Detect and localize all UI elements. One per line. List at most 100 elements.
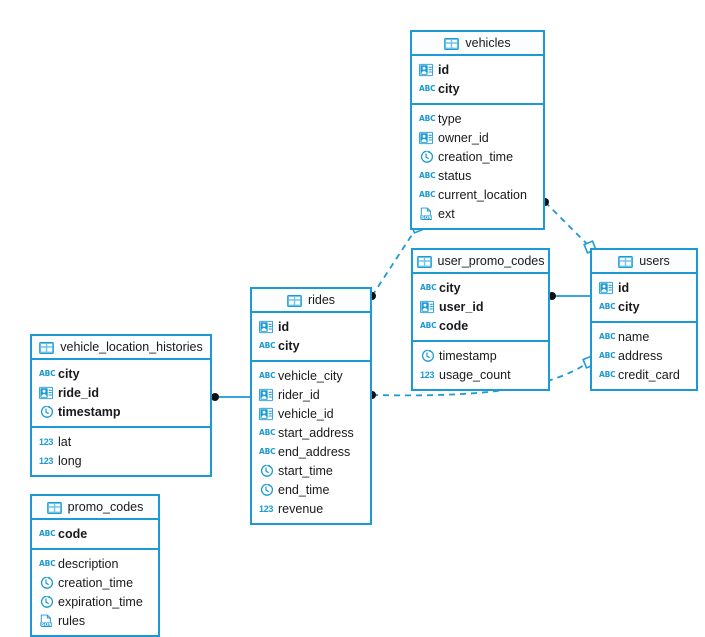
column-timestamp[interactable]: timestamp <box>32 402 210 421</box>
column-creation_time[interactable]: creation_time <box>412 147 543 166</box>
column-user_id[interactable]: user_id <box>413 297 548 316</box>
string-type-icon: ABC <box>259 446 276 456</box>
column-name-label: city <box>438 81 460 96</box>
column-id[interactable]: id <box>252 317 370 336</box>
column-ride_id[interactable]: ride_id <box>32 383 210 402</box>
table-name-label: vehicles <box>465 36 511 50</box>
columns-section: timestamp 123 usage_count <box>413 342 548 389</box>
column-name-label: id <box>438 62 450 77</box>
number-type-icon: 123 <box>420 369 435 380</box>
uuid-type-icon <box>259 388 273 402</box>
timestamp-type-icon <box>419 150 434 164</box>
column-name-label: vehicle_id <box>278 406 334 421</box>
uuid-type-icon <box>420 300 434 314</box>
table-icon <box>444 37 460 50</box>
table-header-users[interactable]: users <box>592 250 696 274</box>
uuid-type-icon <box>599 281 613 295</box>
uuid-type-icon <box>259 320 273 334</box>
table-header-rides[interactable]: rides <box>252 289 370 313</box>
column-end_time[interactable]: end_time <box>252 480 370 499</box>
column-expiration_time[interactable]: expiration_time <box>32 592 158 611</box>
column-name-label: rider_id <box>278 387 320 402</box>
column-rider_id[interactable]: rider_id <box>252 385 370 404</box>
column-name-label: city <box>618 299 640 314</box>
column-name-label: code <box>58 526 88 541</box>
column-name-label: revenue <box>278 501 324 516</box>
table-name-label: vehicle_location_histories <box>60 340 203 354</box>
table-header-user_promo_codes[interactable]: user_promo_codes <box>413 250 548 274</box>
column-name-label: id <box>278 319 290 334</box>
column-name-label: creation_time <box>438 149 514 164</box>
svg-text:JSON: JSON <box>39 621 51 626</box>
table-header-vehicle_location_histories[interactable]: vehicle_location_histories <box>32 336 210 360</box>
column-name-label: type <box>438 111 462 126</box>
column-name-label: timestamp <box>58 404 121 419</box>
column-name-label: current_location <box>438 187 527 202</box>
table-header-vehicles[interactable]: vehicles <box>412 32 543 56</box>
column-name-label: name <box>618 329 650 344</box>
column-timestamp[interactable]: timestamp <box>413 346 548 365</box>
table-header-promo_codes[interactable]: promo_codes <box>32 496 158 520</box>
column-id[interactable]: id <box>412 60 543 79</box>
string-type-icon: ABC <box>39 558 56 568</box>
string-type-icon: ABC <box>420 320 437 330</box>
timestamp-type-icon <box>39 576 54 590</box>
column-name-label: usage_count <box>439 367 511 382</box>
table-name-label: users <box>639 254 670 268</box>
column-id[interactable]: id <box>592 278 696 297</box>
string-type-icon: ABC <box>599 331 616 341</box>
column-name-label: user_id <box>439 299 484 314</box>
column-owner_id[interactable]: owner_id <box>412 128 543 147</box>
column-name-label: address <box>618 348 663 363</box>
number-type-icon: 123 <box>39 455 54 466</box>
column-name-label: start_address <box>278 425 354 440</box>
timestamp-type-icon <box>39 405 54 419</box>
svg-text:JSON: JSON <box>419 214 431 219</box>
column-vehicle_id[interactable]: vehicle_id <box>252 404 370 423</box>
table-name-label: rides <box>307 293 336 307</box>
timestamp-type-icon <box>259 464 274 478</box>
column-name-label: expiration_time <box>58 594 143 609</box>
column-creation_time[interactable]: creation_time <box>32 573 158 592</box>
column-usage_count[interactable]: 123 usage_count <box>413 365 548 384</box>
string-type-icon: ABC <box>599 369 616 379</box>
column-name-label: ride_id <box>58 385 99 400</box>
timestamp-type-icon <box>420 349 435 363</box>
table-name-label: promo_codes <box>67 500 144 514</box>
column-name-label: city <box>58 366 80 381</box>
string-type-icon: ABC <box>419 113 436 123</box>
column-start_time[interactable]: start_time <box>252 461 370 480</box>
